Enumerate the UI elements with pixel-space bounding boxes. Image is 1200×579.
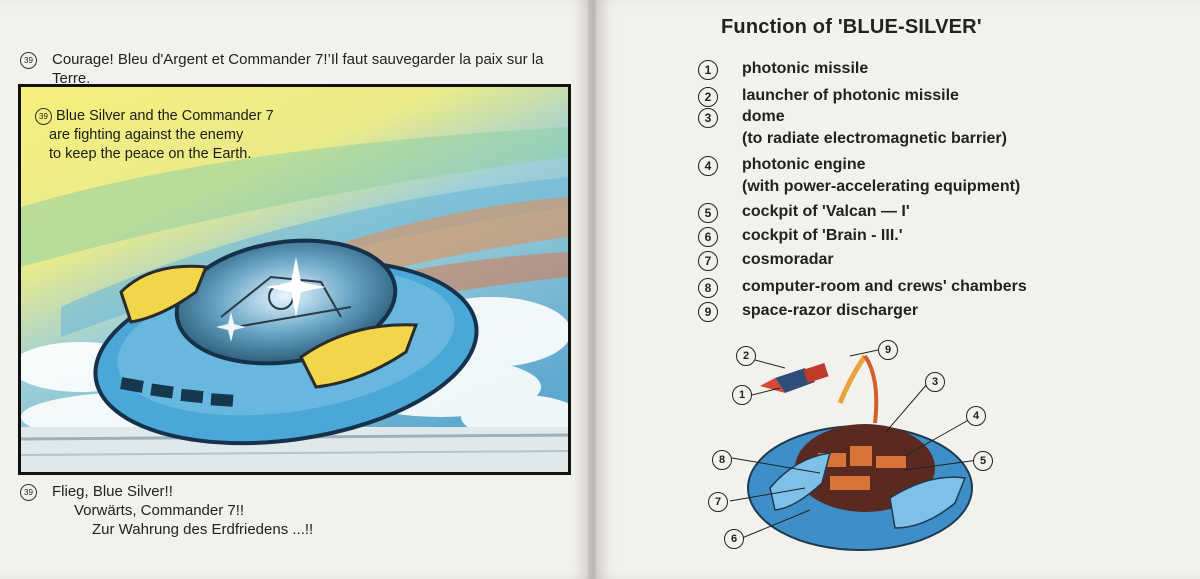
item-label: photonic missile bbox=[742, 60, 869, 77]
german-page-marker: 39 bbox=[20, 483, 37, 501]
item-label: photonic engine bbox=[742, 156, 866, 173]
panel-caption-line3: to keep the peace on the Earth. bbox=[49, 146, 252, 162]
item-label: computer-room and crews' chambers bbox=[742, 278, 1027, 295]
french-caption: 39 Courage! Bleu d'Argent et Commander 7… bbox=[20, 50, 560, 87]
cutaway-illustration bbox=[729, 349, 979, 551]
item-number: 6 bbox=[698, 227, 718, 247]
page-marker: 39 bbox=[20, 51, 37, 69]
item-number: 8 bbox=[698, 278, 718, 298]
item-number: 9 bbox=[698, 302, 718, 322]
panel-caption-line1: Blue Silver and the Commander 7 bbox=[56, 108, 274, 124]
comic-panel: 39 Blue Silver and the Commander 7 are f… bbox=[18, 84, 571, 475]
callout-7: 7 bbox=[708, 492, 728, 512]
left-page: 39 Courage! Bleu d'Argent et Commander 7… bbox=[0, 0, 590, 579]
cutaway-diagram: 2 1 9 3 4 5 8 7 6 bbox=[700, 338, 1020, 563]
callout-6: 6 bbox=[724, 529, 744, 549]
callout-8: 8 bbox=[712, 450, 732, 470]
item-number: 4 bbox=[698, 156, 718, 176]
panel-page-marker: 39 bbox=[35, 107, 52, 125]
page-title: Function of 'BLUE-SILVER' bbox=[721, 16, 982, 38]
callout-9: 9 bbox=[878, 340, 898, 360]
item-label: launcher of photonic missile bbox=[742, 87, 959, 104]
french-caption-text: Courage! Bleu d'Argent et Commander 7!’I… bbox=[52, 51, 544, 87]
item-label: cockpit of 'Valcan — I' bbox=[742, 203, 910, 220]
german-caption-line2: Vorwärts, Commander 7!! bbox=[74, 502, 245, 519]
item-number: 1 bbox=[698, 60, 718, 80]
callout-5: 5 bbox=[973, 451, 993, 471]
callout-3: 3 bbox=[925, 372, 945, 392]
panel-caption-line2: are fighting against the enemy bbox=[49, 127, 244, 143]
callout-1: 1 bbox=[732, 385, 752, 405]
callout-4: 4 bbox=[966, 406, 986, 426]
german-caption: 39 Flieg, Blue Silver!! Vorwärts, Comman… bbox=[20, 482, 560, 538]
german-caption-line1: Flieg, Blue Silver!! bbox=[52, 483, 173, 500]
item-label: dome bbox=[742, 108, 785, 125]
item-label: cockpit of 'Brain - III.' bbox=[742, 227, 903, 244]
item-number: 3 bbox=[698, 108, 718, 128]
item-label: cosmoradar bbox=[742, 251, 834, 268]
spaceship-illustration bbox=[21, 87, 568, 472]
item-label: space-razor discharger bbox=[742, 302, 919, 319]
item-number: 5 bbox=[698, 203, 718, 223]
german-caption-line3: Zur Wahrung des Erdfriedens ...!! bbox=[92, 521, 314, 538]
callout-2: 2 bbox=[736, 346, 756, 366]
item-number: 7 bbox=[698, 251, 718, 271]
item-sublabel: (with power-accelerating equipment) bbox=[742, 178, 1021, 195]
item-sublabel: (to radiate electromagnetic barrier) bbox=[742, 130, 1007, 147]
item-number: 2 bbox=[698, 87, 718, 107]
book-gutter bbox=[588, 0, 598, 579]
